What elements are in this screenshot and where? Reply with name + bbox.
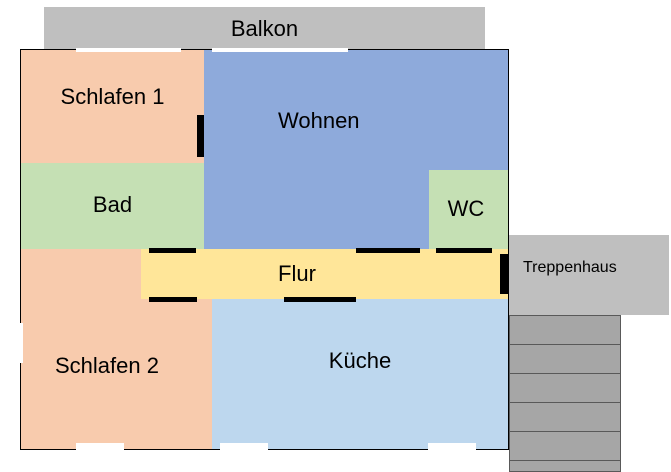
window-bottom-3 — [428, 443, 476, 451]
door-schlafen1-wohnen — [197, 115, 204, 157]
window-balkon-left — [76, 48, 181, 52]
stair-step — [509, 460, 621, 472]
stair-step — [509, 402, 621, 432]
door-bad — [149, 248, 196, 253]
stair-step — [509, 315, 621, 345]
room-wohnen-label: Wohnen — [278, 108, 360, 133]
room-balkon-label: Balkon — [230, 15, 299, 41]
room-treppenhaus-label: Treppenhaus — [523, 259, 617, 276]
window-bottom-1 — [76, 443, 124, 451]
stair-step — [509, 431, 621, 461]
room-schlafen-1: Schlafen 1 — [21, 50, 204, 163]
window-left — [18, 323, 23, 363]
door-kueche — [284, 297, 356, 302]
room-wc-label: WC — [447, 195, 485, 221]
room-balkon: Balkon — [44, 7, 485, 50]
room-bad: Bad — [21, 163, 204, 249]
room-kueche-label: Küche — [328, 347, 392, 373]
room-kueche: Küche — [212, 299, 508, 449]
room-flur-label: Flur — [278, 261, 316, 286]
room-flur: Flur — [141, 249, 508, 299]
room-schlafen-2-label: Schlafen 2 — [55, 353, 159, 378]
stair-step — [509, 373, 621, 403]
window-balkon-right — [212, 48, 348, 52]
room-bad-label: Bad — [92, 192, 133, 217]
stair-step — [509, 344, 621, 374]
room-wohnen: Wohnen — [204, 50, 508, 249]
door-wc — [436, 248, 492, 253]
door-entrance — [500, 254, 509, 294]
door-schlafen2 — [149, 297, 197, 302]
room-schlafen-1-label: Schlafen 1 — [60, 83, 165, 109]
window-bottom-2 — [220, 443, 268, 451]
room-treppenhaus: Treppenhaus — [509, 235, 669, 315]
door-wohnen — [356, 248, 420, 253]
room-wc: WC — [429, 170, 508, 249]
